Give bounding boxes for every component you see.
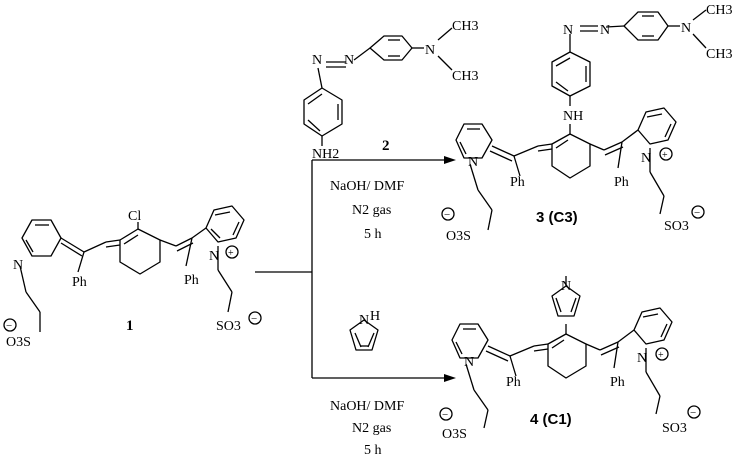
compound-4-left-anion: − <box>442 409 448 421</box>
compound-1-charge: + <box>228 248 234 259</box>
compound-3-core <box>455 107 677 231</box>
reaction-arrows <box>255 156 456 382</box>
compound-3-right-anion: − <box>694 207 700 219</box>
compound-4-ring-n: N <box>561 279 571 294</box>
compound-4-right-phenyl: Ph <box>610 375 625 390</box>
conditions-bottom-gas: N2 gas <box>352 421 391 436</box>
compound-4: N <box>439 276 701 442</box>
compound-1-left-ring <box>19 219 107 332</box>
compound-1-left-phenyl: Ph <box>72 275 87 290</box>
compound-4-number: 4 (C1) <box>530 411 572 428</box>
compound-1-right-phenyl: Ph <box>184 273 199 288</box>
compound-4-pyrrole <box>551 276 581 317</box>
reagent-2-amine: NH2 <box>312 147 339 162</box>
compound-3-left-sulfonate: O3S <box>446 229 471 244</box>
reagent-2-structure <box>303 27 453 146</box>
compound-3-left-nitrogen: N <box>468 155 478 170</box>
compound-4-right-sulfonate: SO3 <box>662 421 687 436</box>
compound-1-right-sulfonate: SO3 <box>216 319 241 334</box>
compound-1-number: 1 <box>126 318 134 334</box>
reagent-2-methyl-top: CH3 <box>452 19 478 34</box>
compound-3-methyl-bottom: CH3 <box>706 47 732 62</box>
conditions-top-time: 5 h <box>364 227 382 242</box>
compound-3-methyl-top: CH3 <box>706 3 732 18</box>
reagent-2-azo-n2: N <box>344 53 354 68</box>
conditions-top: NaOH/ DMF N2 gas 5 h <box>330 179 404 242</box>
compound-1: N Ph Cl Ph N + <box>3 205 262 350</box>
compound-4-right-anion: − <box>690 407 696 419</box>
compound-4-right-nitrogen: N <box>637 351 647 366</box>
reagent-2-azo-n1: N <box>312 53 322 68</box>
compound-3-right-sulfonate: SO3 <box>664 219 689 234</box>
compound-3-top-azo <box>551 9 707 106</box>
conditions-bottom: NaOH/ DMF N2 gas 5 h <box>330 399 404 458</box>
pyrrole-reagent: N H <box>349 309 380 351</box>
compound-3-number: 3 (C3) <box>536 209 578 226</box>
compound-4-left-phenyl: Ph <box>506 375 521 390</box>
reagent-2: N N N CH3 CH3 NH2 2 <box>303 19 478 162</box>
compound-1-left-sulfonate: O3S <box>6 335 31 350</box>
compound-3-azo-n2: N <box>600 23 610 38</box>
compound-4-core <box>451 307 673 429</box>
compound-4-left-sulfonate: O3S <box>442 427 467 442</box>
compound-3-left-anion: − <box>444 209 450 221</box>
pyrrole-ring-n: N <box>359 313 369 328</box>
compound-1-chloro: Cl <box>128 209 141 224</box>
compound-3-nh-linker: NH <box>563 109 583 124</box>
reagent-2-dimethylamino-n: N <box>425 43 435 58</box>
pyrrole-nh: H <box>370 309 380 324</box>
conditions-top-base: NaOH/ DMF <box>330 179 404 194</box>
compound-4-left-nitrogen: N <box>464 355 474 370</box>
conditions-bottom-time: 5 h <box>364 443 382 458</box>
compound-3-dimethylamino-n: N <box>681 21 691 36</box>
compound-1-right-ring <box>185 205 245 313</box>
compound-1-right-anion: − <box>251 313 257 325</box>
reagent-2-number: 2 <box>382 138 390 154</box>
compound-1-cyclohexene <box>105 222 194 275</box>
compound-1-left-nitrogen: N <box>13 258 23 273</box>
compound-1-right-nitrogen: N <box>209 249 219 264</box>
compound-3-left-phenyl: Ph <box>510 175 525 190</box>
compound-3-azo-n1: N <box>563 23 573 38</box>
compound-3-charge: + <box>662 150 668 161</box>
conditions-bottom-base: NaOH/ DMF <box>330 399 404 414</box>
compound-3: N N N CH3 CH3 NH <box>441 3 732 244</box>
compound-4-charge: + <box>658 350 664 361</box>
compound-3-right-phenyl: Ph <box>614 175 629 190</box>
compound-3-right-nitrogen: N <box>641 151 651 166</box>
reagent-2-methyl-bottom: CH3 <box>452 69 478 84</box>
compound-1-left-anion: − <box>6 320 12 332</box>
conditions-top-gas: N2 gas <box>352 203 391 218</box>
